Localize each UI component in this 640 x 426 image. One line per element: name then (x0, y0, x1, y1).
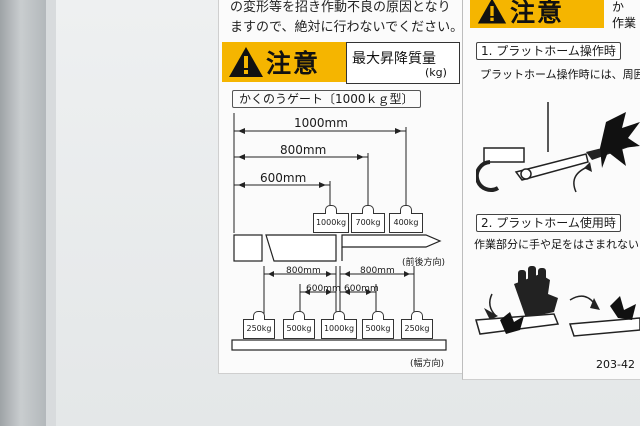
caution-header: 注意 (222, 42, 346, 82)
door-frame-strip (46, 0, 56, 426)
hand-pinch-illustration (475, 266, 640, 337)
step-1-title: 1. プラットホーム操作時 (476, 42, 621, 60)
dist-800: 800mm (280, 143, 327, 157)
platform-operation-illustration (476, 102, 640, 193)
caution-title: 注意 (266, 49, 321, 78)
step-2-text: 作業部分に手や足をはさまれない (474, 238, 639, 251)
notice-line-2: ますので、絶対に行わないでください。 (230, 20, 464, 35)
right-header-fragment: か (612, 0, 625, 14)
right-header-fragment-2: 作業 (612, 16, 637, 30)
door-frame (0, 0, 46, 426)
front-back-diagram (233, 113, 442, 262)
direction-front-back: (前後方向) (402, 258, 446, 268)
step-1-text: プラットホーム操作時には、周囲 (480, 68, 640, 81)
weight-700kg: 700kg (351, 205, 385, 233)
width-span-left: 800mm (286, 266, 321, 276)
weight-500kg-right: 500kg (362, 311, 394, 339)
gate-type-label: かくのうゲート〔1000ｋｇ型〕 (232, 90, 421, 108)
width-diagram (231, 266, 447, 351)
warning-triangle-icon (229, 47, 263, 77)
part-code: 203-42 (596, 358, 635, 371)
weight-400kg: 400kg (389, 205, 423, 233)
direction-width: (幅方向) (410, 359, 445, 369)
dist-1000: 1000mm (294, 116, 348, 130)
width-inner-right: 600mm (344, 284, 379, 294)
weight-500kg-left: 500kg (283, 311, 315, 339)
width-span-right: 800mm (360, 266, 395, 276)
weight-250kg-right: 250kg (401, 311, 433, 339)
notice-line-1: の変形等を招き作動不良の原因となり (230, 0, 451, 15)
caution-subtitle-box (346, 42, 460, 84)
step-2-title: 2. プラットホーム使用時 (476, 214, 621, 232)
weight-250kg-left: 250kg (243, 311, 275, 339)
weight-1000kg: 1000kg (313, 205, 349, 233)
caution-subtitle: 最大昇降質量 (352, 51, 436, 67)
dist-600: 600mm (260, 171, 307, 185)
caution-unit: (kg) (425, 66, 447, 79)
warning-triangle-icon-right (477, 0, 507, 24)
weight-1000kg-center: 1000kg (321, 311, 357, 339)
width-inner-left: 600mm (306, 284, 341, 294)
caution-header-right: 注意 (470, 0, 604, 28)
caution-title-right: 注意 (510, 0, 565, 27)
